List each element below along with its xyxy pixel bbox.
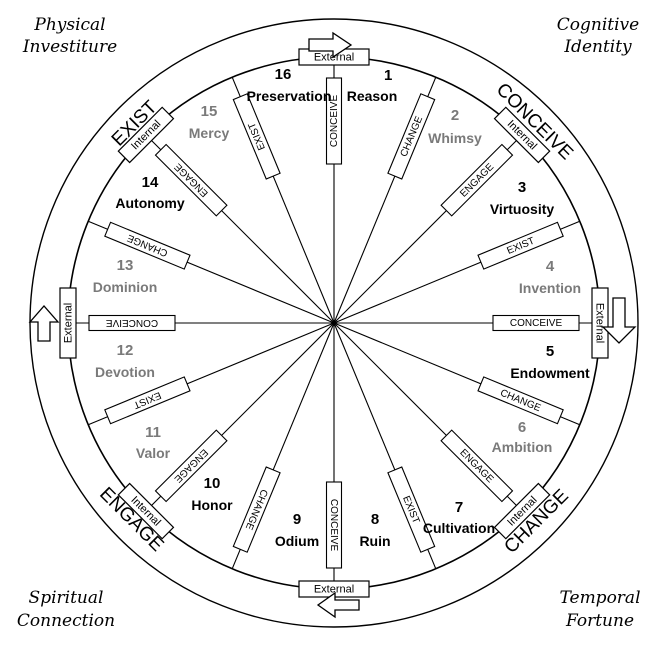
shard-number: 1 <box>384 67 392 84</box>
corner-top-right-line2: Identity <box>563 37 632 57</box>
shard-name: Odium <box>275 533 319 549</box>
shard-number: 4 <box>546 258 555 275</box>
shard-name: Devotion <box>95 364 155 380</box>
shard-number: 6 <box>518 419 526 436</box>
arrow-right <box>601 297 637 344</box>
spoke-label-text: CONCEIVE <box>510 318 563 329</box>
corner-top-right: Cognitive Identity <box>557 15 639 57</box>
shard-name: Ruin <box>359 533 390 549</box>
shard-name: Dominion <box>93 279 158 295</box>
shard-name: Valor <box>136 445 171 461</box>
spoke-label-text: CONCEIVE <box>106 317 159 328</box>
gate-label: External <box>594 303 606 343</box>
spoke-label-text: ENGAGE <box>172 160 210 198</box>
shard-name: Honor <box>191 497 233 513</box>
gate-external: External <box>59 287 77 359</box>
shard-name: Reason <box>347 88 398 104</box>
corner-top-left: Physical Investiture <box>22 15 117 57</box>
spoke-label-box-exist: EXIST <box>477 221 564 270</box>
spoke-label-box-conceive: CONCEIVE <box>88 314 176 332</box>
corner-bottom-right-line2: Fortune <box>565 611 634 631</box>
spoke-label-box-exist: EXIST <box>104 376 191 425</box>
shard-name: Invention <box>519 280 581 296</box>
shard-number: 11 <box>145 424 161 441</box>
shard-number: 15 <box>201 103 218 120</box>
shard-number: 14 <box>142 174 159 191</box>
shard-number: 8 <box>371 511 379 528</box>
shard-name: Virtuosity <box>490 201 555 217</box>
corner-bottom-left-line1: Spiritual <box>29 588 104 608</box>
spoke-label-box-change: CHANGE <box>232 466 281 553</box>
spoke-label-box-change: CHANGE <box>477 376 564 425</box>
shard-labels: 1Reason2Whimsy3Virtuosity4Invention5Endo… <box>93 66 590 549</box>
shard-name: Mercy <box>189 125 230 141</box>
spoke-label-box-exist: EXIST <box>387 466 436 553</box>
corner-bottom-right: Temporal Fortune <box>559 588 640 631</box>
spoke-label-text: CONCEIVE <box>329 95 340 148</box>
spoke-label-box-conceive: CONCEIVE <box>492 314 580 332</box>
gate-external: External <box>298 580 370 598</box>
spoke-label-text: ENGAGE <box>458 161 496 199</box>
shard-name: Preservation <box>247 88 332 104</box>
spoke-label-box-change: CHANGE <box>104 221 191 270</box>
spoke-label-text: ENGAGE <box>457 447 495 485</box>
outer-ring <box>29 18 639 628</box>
corner-bottom-right-line1: Temporal <box>559 588 640 608</box>
gate-external: External <box>591 287 609 359</box>
corner-bottom-left-line2: Connection <box>17 611 115 631</box>
shard-name: Endowment <box>510 365 590 381</box>
shard-number: 7 <box>455 499 463 516</box>
arrow-top <box>308 31 353 59</box>
shard-name: Ambition <box>492 439 553 455</box>
gate-label: External <box>314 51 354 63</box>
shard-number: 2 <box>451 107 459 124</box>
shard-number: 10 <box>204 475 221 492</box>
shard-number: 9 <box>293 511 301 528</box>
gate-label: External <box>62 303 74 343</box>
arrow-bottom <box>316 591 360 619</box>
gates: ExternalExternalExternalExternalInternal… <box>59 48 609 598</box>
corner-top-right-line1: Cognitive <box>557 15 639 35</box>
shard-number: 5 <box>546 343 554 360</box>
shard-number: 16 <box>275 66 292 83</box>
spoke-label-box-exist: EXIST <box>232 93 281 180</box>
shard-number: 13 <box>117 257 134 274</box>
shard-name: Cultivation <box>423 520 495 536</box>
spoke-label-box-conceive: CONCEIVE <box>325 481 343 569</box>
shard-name: Autonomy <box>115 195 184 211</box>
spoke-label-box-conceive: CONCEIVE <box>325 77 343 165</box>
gate-label: External <box>314 583 354 595</box>
shard-number: 12 <box>117 342 134 359</box>
corner-top-left-line1: Physical <box>33 15 105 35</box>
arrow-left <box>28 305 60 342</box>
shard-name: Whimsy <box>428 130 482 146</box>
spoke-label-text: CONCEIVE <box>328 499 339 552</box>
shard-number: 3 <box>518 179 526 196</box>
corner-bottom-left: Spiritual Connection <box>17 588 115 631</box>
corner-top-left-line2: Investiture <box>22 37 117 57</box>
